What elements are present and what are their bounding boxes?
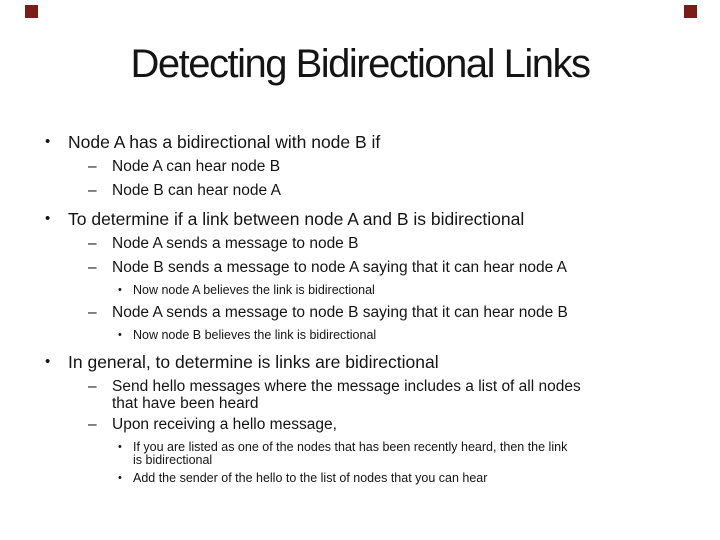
bullet-line: –Node B can hear node A bbox=[0, 179, 720, 203]
dash-marker: – bbox=[88, 182, 97, 199]
dash-marker: – bbox=[88, 416, 97, 433]
dash-marker: – bbox=[88, 378, 97, 395]
bullet-line: • If you are listed as one of the nodes t… bbox=[0, 437, 720, 458]
bullet-line: –Node A can hear node B bbox=[0, 155, 720, 179]
bullet-line: –Upon receiving a hello message, bbox=[0, 413, 720, 437]
bullet-text-continuation: is bidirectional bbox=[133, 453, 213, 467]
bullet-text: Node A sends a message to node B saying … bbox=[112, 304, 568, 321]
bullet-line: –Send hello messages where the message i… bbox=[0, 375, 720, 399]
bullet-line: • In general, to determine is links are b… bbox=[0, 349, 720, 375]
bullet-text: In general, to determine is links are bi… bbox=[68, 352, 439, 372]
bullet-text-continuation: that have been heard bbox=[112, 395, 259, 412]
bullet-marker: • bbox=[45, 353, 51, 370]
bullet-line: • Now node A believes the link is bidirec… bbox=[0, 280, 720, 301]
bullet-marker: • bbox=[118, 329, 122, 341]
corner-marker-top-right bbox=[684, 5, 697, 18]
bullet-marker: • bbox=[118, 284, 122, 296]
bullet-line: • Add the sender of the hello to the list… bbox=[0, 468, 720, 489]
bullet-line: • Now node B believes the link is bidirec… bbox=[0, 325, 720, 346]
bullet-text: Now node A believes the link is bidirect… bbox=[133, 283, 375, 297]
bullet-line: • To determine if a link between node A a… bbox=[0, 206, 720, 232]
bullet-marker: • bbox=[118, 472, 122, 484]
bullet-text: Node A has a bidirectional with node B i… bbox=[68, 132, 381, 152]
bullet-text: Node B can hear node A bbox=[112, 182, 281, 199]
bullet-marker: • bbox=[118, 441, 122, 453]
bullet-text: Upon receiving a hello message, bbox=[112, 416, 337, 433]
bullet-text: Send hello messages where the message in… bbox=[112, 378, 581, 395]
bullet-text: Node B sends a message to node A saying … bbox=[112, 259, 567, 276]
bullet-text: Node A sends a message to node B bbox=[112, 235, 359, 252]
dash-marker: – bbox=[88, 158, 97, 175]
dash-marker: – bbox=[88, 304, 97, 321]
bullet-text: If you are listed as one of the nodes th… bbox=[133, 440, 568, 454]
bullet-line: –Node B sends a message to node A saying… bbox=[0, 256, 720, 280]
bullet-line: –Node A sends a message to node B saying… bbox=[0, 301, 720, 325]
bullet-marker: • bbox=[45, 133, 51, 150]
bullet-marker: • bbox=[45, 210, 51, 227]
slide-title: Detecting Bidirectional Links bbox=[130, 42, 591, 86]
bullet-text: To determine if a link between node A an… bbox=[68, 209, 525, 229]
corner-marker-top-left bbox=[25, 5, 38, 18]
bullet-line: –Node A sends a message to node B bbox=[0, 232, 720, 256]
dash-marker: – bbox=[88, 235, 97, 252]
bullet-text: Node A can hear node B bbox=[112, 158, 281, 175]
bullet-text: Now node B believes the link is bidirect… bbox=[133, 328, 377, 342]
bullet-text: Add the sender of the hello to the list … bbox=[133, 471, 488, 485]
bullet-list: • Node A has a bidirectional with node B … bbox=[0, 126, 720, 489]
dash-marker: – bbox=[88, 259, 97, 276]
bullet-line: • Node A has a bidirectional with node B … bbox=[0, 129, 720, 155]
